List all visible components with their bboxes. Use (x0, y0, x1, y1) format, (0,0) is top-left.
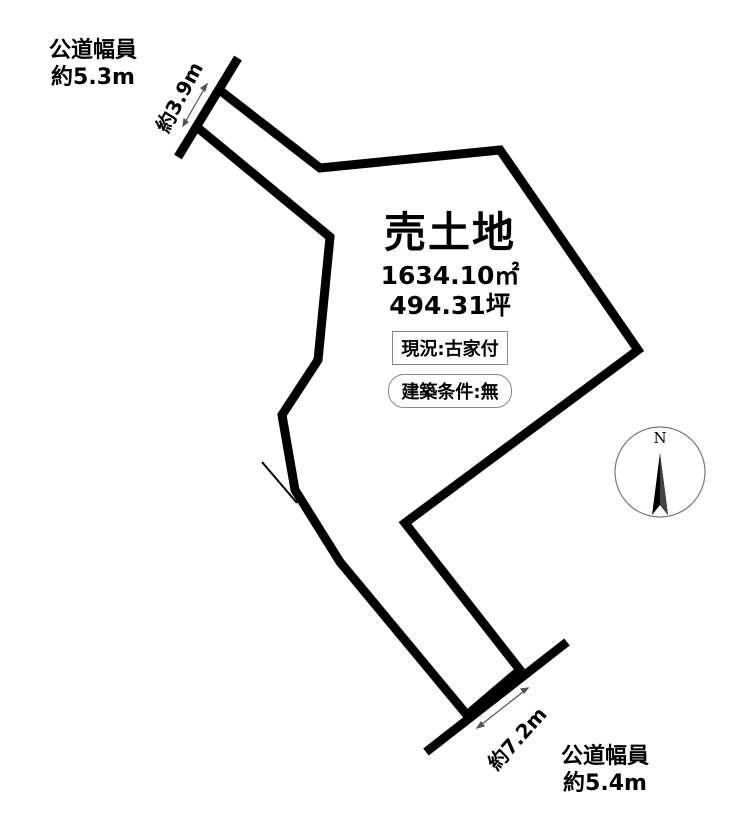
road-label-top-line1: 公道幅員 (48, 38, 137, 63)
compass-label: N (653, 429, 666, 447)
road-edge-bottom (423, 638, 570, 756)
area-sqm: 1634.10㎡ (380, 261, 520, 290)
dimension-arrow-bottom (475, 687, 530, 730)
property-info: 売土地 1634.10㎡ 494.31坪 現況:古家付 建築条件:無 (340, 205, 560, 408)
dimension-arrow-top (182, 82, 209, 128)
boundary-tick (261, 461, 298, 504)
road-label-top-line2: 約5.3m (51, 65, 135, 90)
status-badge: 現況:古家付 (392, 331, 508, 365)
north-compass-icon: N (614, 426, 706, 518)
road-width-label-bottom: 公道幅員 約5.4m (540, 743, 670, 797)
area-tsubo: 494.31坪 (389, 291, 511, 320)
property-title: 売土地 (383, 208, 516, 257)
road-width-label-top: 公道幅員 約5.3m (28, 37, 158, 91)
road-label-bottom-line1: 公道幅員 (560, 744, 649, 769)
road-edge-top (174, 55, 242, 160)
road-label-bottom-line2: 約5.4m (563, 771, 647, 796)
building-conditions-badge: 建築条件:無 (388, 374, 512, 408)
